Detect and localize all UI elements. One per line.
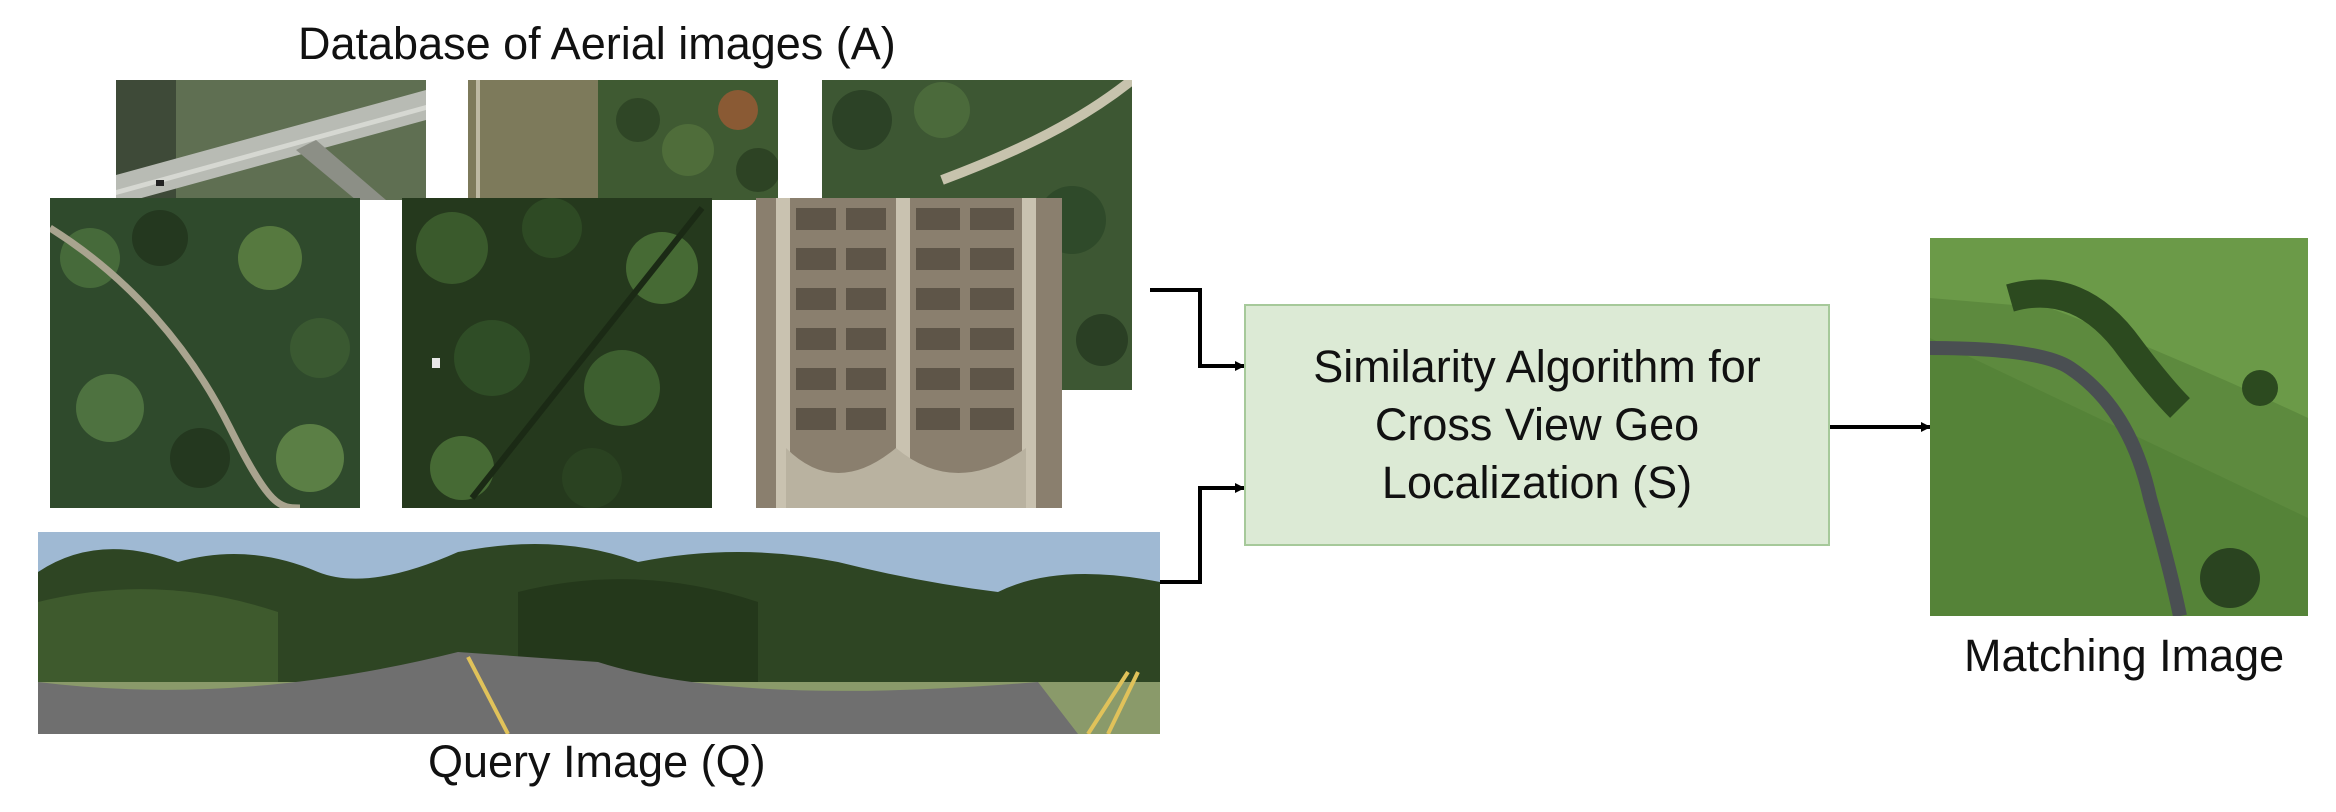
algorithm-line-3: Localization (S) bbox=[1381, 457, 1693, 508]
similarity-algorithm-box: Similarity Algorithm for Cross View Geo … bbox=[1244, 304, 1830, 546]
aerial-image-residential bbox=[756, 198, 1062, 508]
algorithm-line-1: Similarity Algorithm for bbox=[1313, 341, 1761, 392]
aerial-image-dense-forest bbox=[402, 198, 712, 508]
arrow-query-to-algorithm bbox=[1160, 483, 1245, 584]
query-panorama-image bbox=[38, 532, 1160, 734]
database-title: Database of Aerial images (A) bbox=[298, 18, 896, 69]
aerial-image-trees-path bbox=[50, 198, 360, 508]
aerial-image-highway bbox=[116, 80, 426, 200]
arrow-database-to-algorithm bbox=[1150, 288, 1245, 371]
matching-aerial-image bbox=[1930, 238, 2308, 616]
matching-image-label: Matching Image bbox=[1964, 630, 2285, 681]
query-image-label: Query Image (Q) bbox=[428, 736, 766, 787]
algorithm-line-2: Cross View Geo bbox=[1374, 399, 1700, 450]
aerial-image-field bbox=[468, 80, 778, 200]
